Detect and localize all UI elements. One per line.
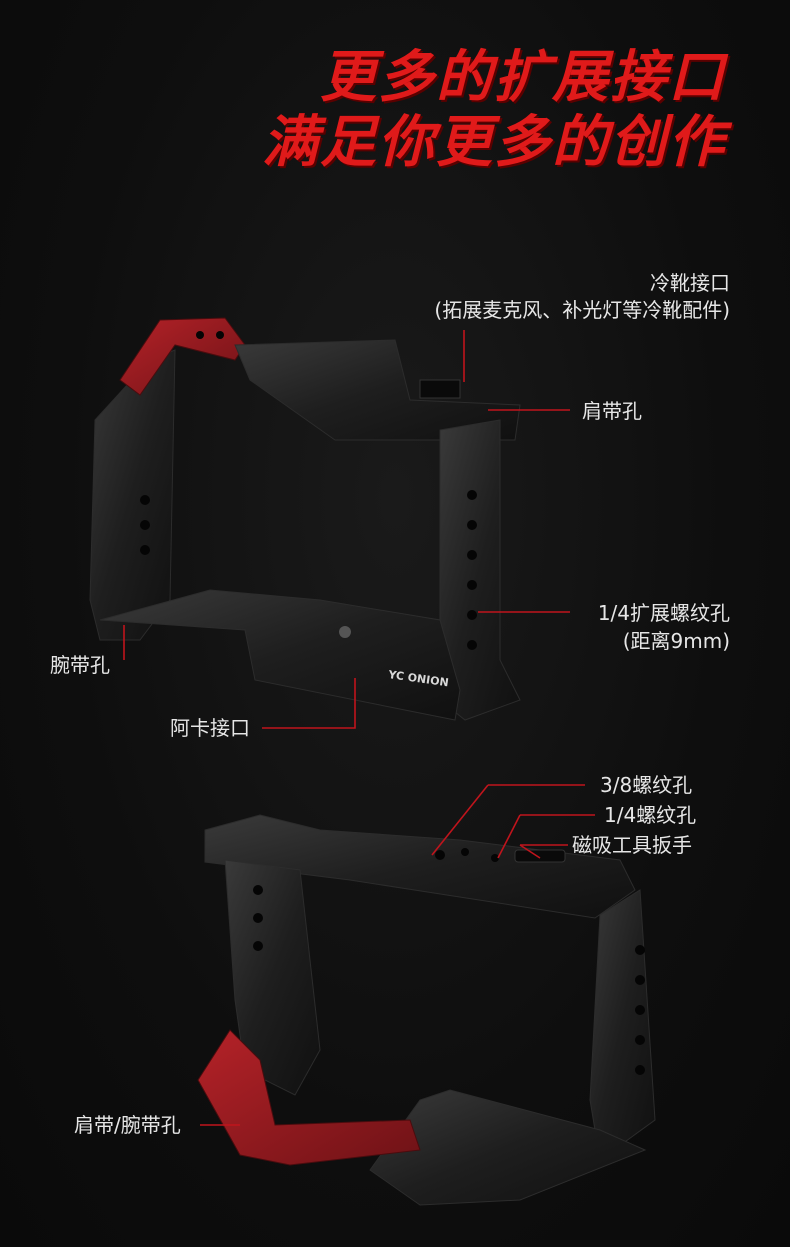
camera-cage-front: YC ONION (89, 317, 521, 721)
magnetic-wrench-slot (514, 849, 566, 863)
thread-holes-right (467, 490, 477, 650)
callout-magnetic-wrench: 磁吸工具扳手 (572, 833, 692, 857)
callout-wrist-hole: 腕带孔 (50, 653, 110, 677)
thread-holes-back (253, 848, 645, 1075)
red-handle (119, 317, 246, 396)
camera-cage-back (197, 814, 656, 1206)
callout-thread-14-top: 1/4螺纹孔 (604, 803, 697, 827)
callout-shoulder-hole: 肩带孔 (582, 399, 642, 423)
headline-line-2: 满足你更多的创作 (262, 110, 726, 175)
callout-arca: 阿卡接口 (170, 716, 250, 740)
callout-thread-38: 3/8螺纹孔 (600, 773, 693, 797)
cold-shoe-mount (419, 379, 461, 399)
callout-shoulder-wrist: 肩带/腕带孔 (74, 1113, 181, 1137)
callout-thread-14: 1/4扩展螺纹孔 (597, 601, 730, 625)
headline-line-1: 更多的扩展接口 (320, 45, 726, 110)
callout-cold-shoe-note: (拓展麦克风、补光灯等冷靴配件) (434, 298, 730, 322)
callout-thread-14-note: (距离9mm) (622, 629, 730, 653)
leader-lines (123, 330, 595, 1126)
callout-cold-shoe: 冷靴接口 (650, 271, 730, 295)
red-grip (197, 1029, 421, 1166)
